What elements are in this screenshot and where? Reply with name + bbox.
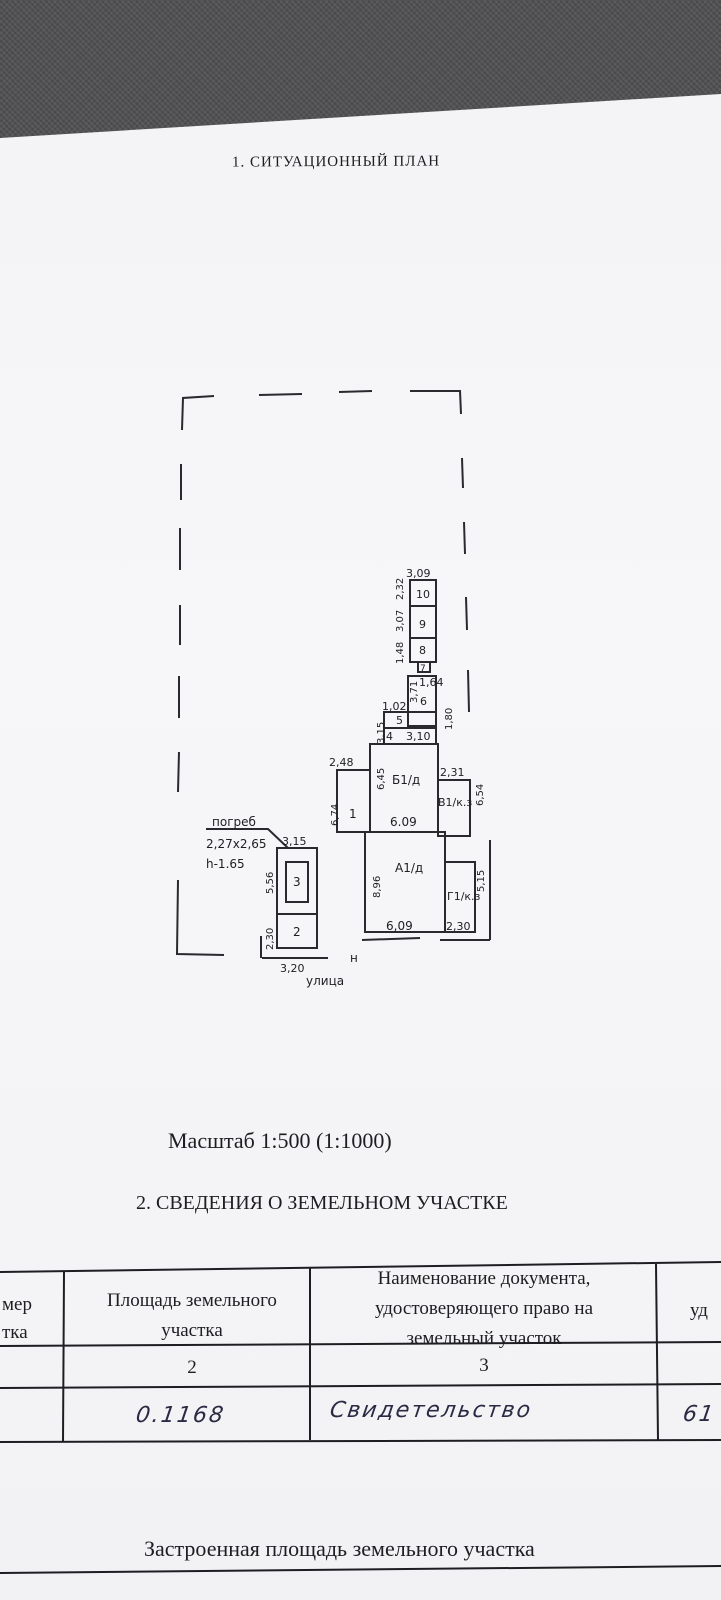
plan-north-mark: н	[350, 951, 358, 965]
dim-h-2: 2,30	[265, 928, 276, 950]
building-a1: А1/д	[395, 861, 423, 875]
room-6: 6	[420, 695, 427, 708]
room-7: 7	[420, 664, 426, 674]
dim-h-b: 6,45	[376, 768, 387, 790]
dim-w-5: 1,02	[382, 700, 407, 713]
dim-h-5: 3,15	[376, 722, 387, 744]
document-value: Свидетельство	[328, 1398, 534, 1423]
buildings	[206, 579, 491, 959]
building-g1: Г1/к.з	[447, 890, 481, 903]
plan-cellar-height: h-1.65	[206, 857, 245, 871]
col4-header: уд	[690, 1300, 708, 1321]
room-2: 2	[293, 925, 301, 939]
dim-h-r: 1,80	[444, 708, 455, 730]
land-info-table	[0, 1261, 721, 1574]
col2-number: 2	[187, 1357, 197, 1378]
dim-w-1: 2,48	[329, 756, 354, 769]
section-2-title: 2. СВЕДЕНИЯ О ЗЕМЕЛЬНОМ УЧАСТКЕ	[136, 1192, 508, 1214]
room-4: 4	[386, 730, 393, 743]
dim-top-w: 3,09	[406, 567, 431, 580]
plan-cellar-dims: 2,27х2,65	[206, 837, 267, 851]
dim-h-8: 1,48	[395, 642, 406, 664]
col3-header-line3: земельный участок	[406, 1328, 562, 1349]
dim-w-2: 3,20	[280, 962, 305, 975]
room-5: 5	[396, 714, 403, 727]
col2-header-line1: Площадь земельного	[107, 1290, 277, 1311]
dim-w-4: 3,10	[406, 730, 431, 743]
dim-h-6: 3,71	[409, 681, 420, 703]
plan-street-label: улица	[306, 974, 344, 988]
dim-h-1: 6,74	[330, 804, 341, 826]
dim-w-b: 6.09	[390, 815, 417, 829]
area-value: 0.1168	[134, 1403, 227, 1428]
plan-cellar-label: погреб	[212, 815, 256, 829]
col2-header-line2: участка	[161, 1320, 223, 1341]
room-1: 1	[349, 807, 357, 821]
dim-h-v: 6,54	[475, 784, 486, 806]
scale-text: Масштаб 1:500 (1:1000)	[168, 1128, 392, 1153]
dim-h-g: 5,15	[476, 870, 487, 892]
plot-boundary	[175, 390, 470, 956]
room-8: 8	[419, 644, 426, 657]
building-v1: В1/к.з	[438, 796, 472, 809]
room-3: 3	[293, 875, 301, 889]
dim-h-9: 3,07	[395, 610, 406, 632]
col3-header-line2: удостоверяющего право на	[374, 1298, 594, 1319]
room-10: 10	[416, 588, 430, 601]
dim-w-g: 2,30	[446, 920, 471, 933]
col4-value: 61	[681, 1402, 717, 1427]
built-up-area-caption: Застроенная площадь земельного участка	[144, 1536, 535, 1561]
col3-number: 3	[479, 1355, 489, 1376]
col3-header-line1: Наименование документа,	[377, 1268, 591, 1289]
col1-header-line1: мер	[2, 1294, 32, 1315]
room-9: 9	[419, 618, 426, 631]
dim-h-a: 8,96	[372, 876, 383, 898]
dim-w-3: 3,15	[282, 835, 307, 848]
dim-h-3: 5,56	[265, 872, 276, 894]
dim-h-10: 2,32	[395, 578, 406, 600]
building-b1: Б1/д	[392, 773, 420, 787]
dim-w-6: 1,64	[419, 676, 444, 689]
dim-w-a: 6,09	[386, 919, 413, 933]
col1-header-line2: тка	[2, 1322, 28, 1343]
dim-w-v: 2,31	[440, 766, 465, 779]
